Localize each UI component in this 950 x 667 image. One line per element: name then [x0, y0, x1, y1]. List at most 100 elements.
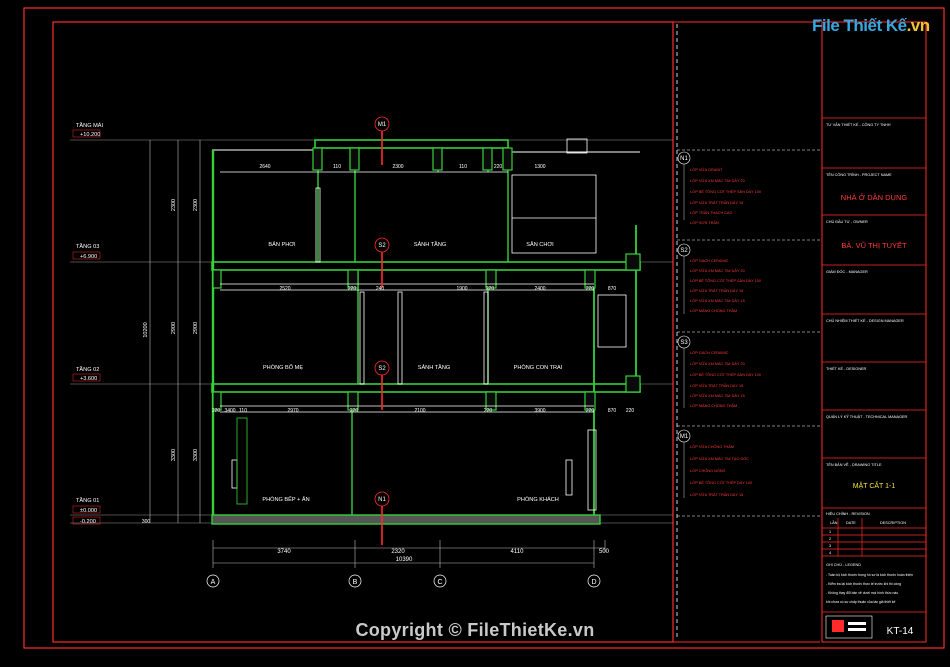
room-label: PHÒNG CON TRAI: [514, 364, 563, 371]
ceiling-lines: [220, 171, 594, 413]
designer-label: THIẾT KẾ - DESIGNER: [826, 366, 866, 371]
dim: 870: [608, 286, 617, 292]
legend-line: LỚP MÀNG CHỐNG THẤM: [690, 403, 737, 408]
technical-label: QUẢN LÝ KỸ THUẬT - TECHNICAL MANAGER: [826, 414, 908, 419]
dim: 2320: [391, 549, 405, 555]
legend-line: LỚP VỮA TRÁT TRẦN DÀY 15: [690, 492, 743, 497]
vertical-dimension-text: 10200 2300 2900 3300 2300 2900 3300: [143, 199, 199, 461]
company-logo: [848, 622, 866, 625]
sheet-outer-frame: [23, 7, 945, 649]
beam: [347, 391, 359, 411]
level-name: TẦNG 02: [76, 366, 99, 373]
bottom-dimensions: [212, 540, 606, 568]
legend-line: LỚP SƠN TRẦN: [690, 220, 719, 225]
legend-line: LỚP BÊ TÔNG CỐT THÉP SÀN DÀY 100: [690, 189, 761, 194]
brand-watermark: File Thiết Kế.vn: [812, 12, 930, 42]
note-line: - Toàn bộ kích thước trong hồ sơ là kích…: [826, 573, 913, 577]
dim: 220: [494, 164, 503, 170]
beam: [485, 391, 497, 411]
section-marker-circle: [374, 237, 390, 253]
level-name: TẦNG 03: [76, 243, 99, 250]
title-block: TƯ VẤN THIẾT KẾ - CÔNG TY TNHH TÊN CÔNG …: [821, 21, 927, 643]
section-marker-label: S2: [378, 243, 386, 249]
dim: 2970: [287, 408, 298, 414]
dim: 110: [333, 164, 341, 170]
legend-line: LỚP VỮA CHỐNG THẤM: [690, 444, 734, 449]
company-logo: [832, 620, 844, 632]
dim-floor: 3300: [193, 449, 199, 461]
legend-line: LỚP VỮA TRÁT TRẦN DÀY 15: [690, 200, 743, 205]
title-block-text: TƯ VẤN THIẾT KẾ - CÔNG TY TNHH TÊN CÔNG …: [826, 122, 913, 604]
beam: [212, 269, 222, 289]
brand-main: File Thiết Kế: [812, 16, 907, 35]
beam: [485, 269, 497, 289]
section-marker-circle: [374, 360, 390, 376]
title-block-rows: [822, 117, 926, 613]
room-label: PHÒNG BỐ MẸ: [263, 364, 303, 371]
section-marker-circle: [374, 491, 390, 507]
rev-row: 4: [829, 551, 831, 555]
dim: 110: [459, 164, 467, 170]
beam: [312, 147, 323, 171]
legend-line: LỚP VỮA TRÁT TRẦN DÀY 15: [690, 383, 743, 388]
section-marker-label: M1: [378, 122, 387, 128]
dim: 3900: [534, 408, 545, 414]
room-label: BẢN PHƠI: [268, 241, 296, 248]
stair-balcony: [511, 174, 597, 254]
drawing-label: TÊN BẢN VẼ - DRAWING TITLE: [826, 462, 882, 467]
legend-group-s3: S3 LỚP GẠCH CERAMIC LỚP VỮA XM MÁC 75# D…: [677, 331, 820, 408]
legend-group-s2: S2 LỚP GẠCH CERAMIC LỚP VỮA XM MÁC 75# D…: [677, 239, 820, 314]
legend-line: LỚP MÀNG CHỐNG THẤM: [690, 308, 737, 313]
drawing-frame: [52, 21, 674, 643]
legend-line: LỚP VỮA XM MÁC 75# DÀY 20: [690, 178, 745, 183]
dim: 4110: [511, 549, 525, 555]
section-marker-label: S2: [378, 366, 386, 372]
legend-tag: S2: [680, 248, 688, 254]
company-logo: [848, 628, 866, 631]
beam: [347, 269, 359, 289]
grid-axis-label: D: [591, 579, 596, 586]
note-line: - Kiểm tra lại kích thước thực tế trước …: [826, 582, 901, 586]
dim: 3740: [277, 549, 291, 555]
drawing-name: MẶT CẮT 1-1: [853, 481, 896, 490]
dim-floor: 3300: [171, 449, 177, 461]
dim: 110: [239, 408, 247, 414]
dim: 2640: [259, 164, 270, 170]
level-value: +10.200: [80, 132, 100, 138]
grid-axis-bubble: [433, 574, 447, 588]
legend-group-n1: N1 LỚP VỮA GRANIT LỚP VỮA XM MÁC 75# DÀY…: [677, 149, 820, 225]
beams: [212, 147, 641, 411]
section-markers: M1 S2 S2 N1: [374, 116, 390, 507]
vertical-dimensions: [149, 140, 201, 523]
dim: 2100: [414, 408, 425, 414]
legend-line: LỚP VỮA XM MÁC 75# DÀY 15: [690, 393, 745, 398]
door: [483, 291, 489, 385]
beam: [432, 147, 443, 171]
dim: 500: [599, 549, 610, 555]
legend-line: LỚP GẠCH CERAMIC: [690, 258, 729, 263]
level-lines: [70, 139, 673, 524]
roof-tank: [566, 138, 588, 154]
level-value: -0.200: [80, 519, 96, 525]
dim: 870: [608, 408, 617, 414]
dim: 220: [484, 408, 493, 414]
dim-floor: 2300: [171, 199, 177, 211]
dim: 220: [212, 408, 221, 414]
dim-floor: 2300: [193, 199, 199, 211]
level-tags: TẦNG MÁI +10.200 TẦNG 03 +6.900 TẦNG 02 …: [72, 122, 103, 525]
legend-line: LỚP BÊ TÔNG CỐT THÉP SÀN DÀY 100: [690, 372, 761, 377]
dim: 300: [142, 519, 151, 525]
grid-axis-label: C: [437, 579, 442, 586]
grid-axis-bubble: [348, 574, 362, 588]
legend-line: LỚP GẠCH CERAMIC: [690, 350, 729, 355]
sheet-number: KT-14: [887, 626, 914, 637]
legend-line: LỚP VỮA XM MÁC 75# DÀY 20: [690, 268, 745, 273]
dim: 2300: [392, 164, 403, 170]
dim: 220: [350, 408, 359, 414]
building-section: M1 S2 S2 N1 BẢN PHƠI SẢNH TẦNG SÂN CHƠI …: [142, 116, 641, 545]
legend-tag: N1: [680, 156, 688, 162]
bottom-dimension-text: 3740 2320 4110 500 10390: [277, 549, 609, 563]
dim: 3400: [224, 408, 235, 414]
rev-header: DATE: [846, 521, 856, 525]
floor-slab-2: [211, 383, 641, 393]
